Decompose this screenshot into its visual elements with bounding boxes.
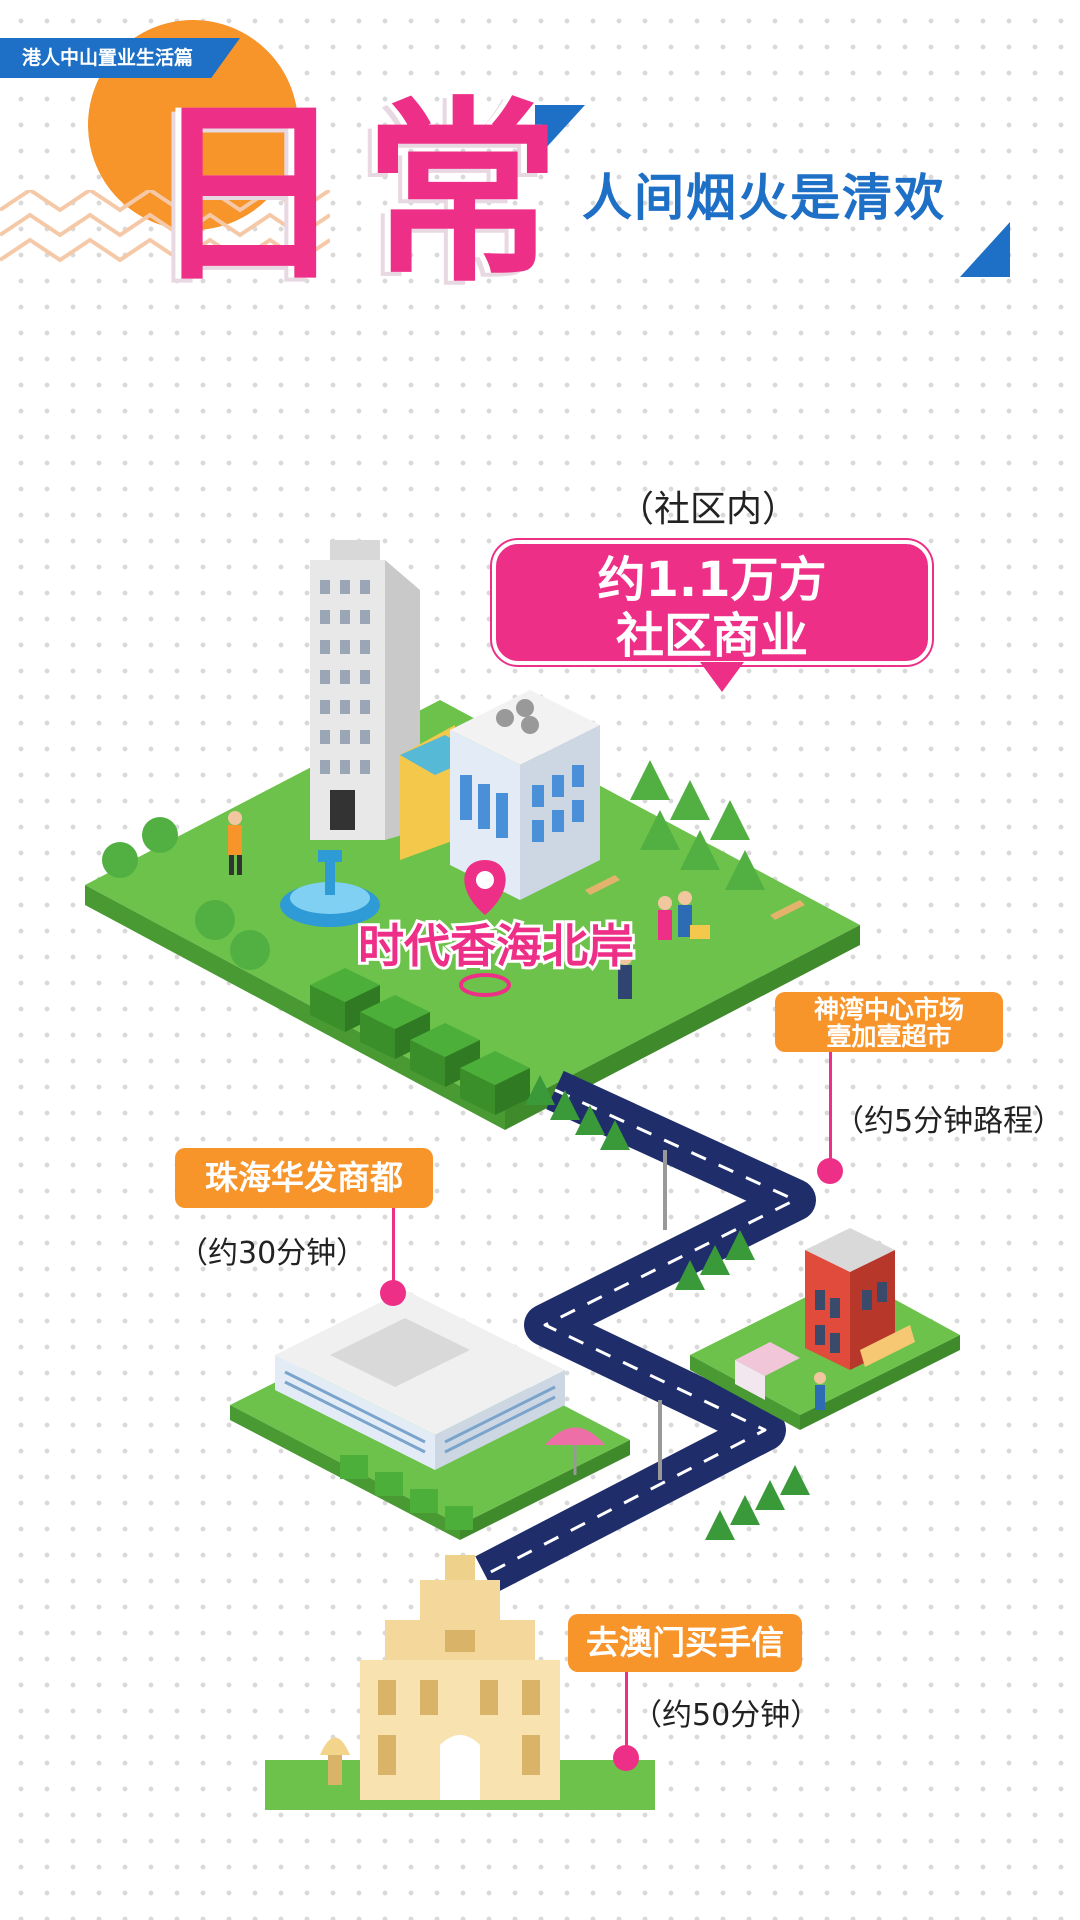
mall-location-dot [380, 1280, 406, 1306]
commercial-building [450, 690, 600, 900]
series-tag: 港人中山置业生活篇 [0, 38, 240, 78]
hedges [310, 968, 530, 1115]
community-scope-label: （社区内） [618, 489, 799, 530]
tall-tower-building [310, 540, 420, 840]
location-pin-icon [459, 860, 511, 997]
benches [585, 875, 805, 920]
blue-corner-bottom-right-decoration [960, 222, 1010, 277]
bubble-line-1: 约1.1万方 [597, 552, 827, 608]
market-location-dot [817, 1158, 843, 1184]
project-name-label: 时代香海北岸 [355, 916, 637, 976]
destination-market-line-2: 壹加壹超市 [826, 1022, 952, 1051]
destination-market-line-1: 神湾中心市场 [813, 995, 964, 1024]
market-block [690, 1228, 960, 1430]
blue-corner-top-left-decoration [535, 105, 585, 160]
destination-macau-label: 去澳门买手信 [568, 1614, 802, 1672]
destination-market-time: （约5分钟路程） [834, 1104, 1064, 1139]
people [228, 811, 710, 999]
mall-connector-line [392, 1208, 395, 1286]
bubble-line-2: 社区商业 [615, 608, 808, 664]
page-subtitle: 人间烟火是清欢 [582, 169, 946, 227]
st-pauls-ruins-landmark [265, 1555, 655, 1810]
destination-mall-label: 珠海华发商都 [175, 1148, 433, 1208]
destination-macau-time: （约50分钟） [632, 1698, 821, 1733]
zigzag-lines-decoration [0, 190, 330, 263]
macau-connector-line [625, 1672, 628, 1750]
macau-location-dot [613, 1745, 639, 1771]
destination-mall-time: （约30分钟） [178, 1236, 367, 1271]
destination-market-label: 神湾中心市场 壹加壹超市 [775, 992, 1003, 1052]
streetlights [658, 1150, 667, 1480]
street-trees [525, 1075, 810, 1540]
mall-block [230, 1290, 630, 1540]
page-title: 日常 [150, 81, 579, 309]
community-ground [85, 700, 860, 1130]
trees-main [102, 760, 765, 970]
fountain [280, 850, 380, 927]
bubble-tail [700, 662, 744, 692]
market-connector-line [829, 1052, 832, 1160]
community-commerce-bubble: 约1.1万方 社区商业 [492, 540, 932, 665]
road [475, 1070, 816, 1594]
